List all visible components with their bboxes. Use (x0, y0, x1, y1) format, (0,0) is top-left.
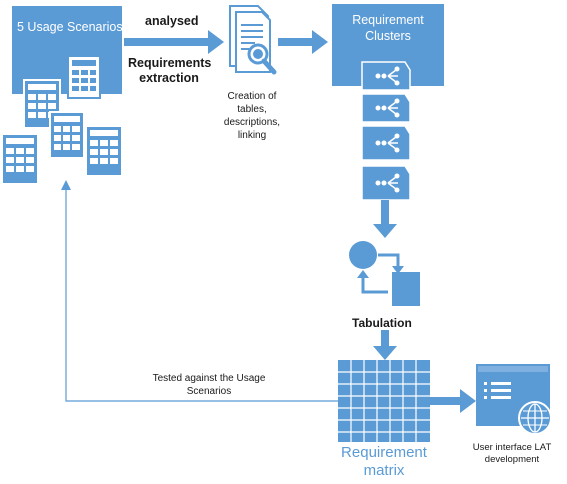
table-document-icon (85, 125, 123, 177)
to-clusters-arrow (278, 30, 328, 54)
globe-icon (518, 401, 552, 435)
requirement-matrix-grid (338, 360, 430, 442)
tabulation-label: Tabulation (352, 316, 412, 330)
analysed-arrow (124, 30, 224, 54)
table-document-icon (1, 133, 39, 185)
ui-label: User interface LAT development (472, 442, 552, 465)
requirements-extraction-label: Requirements extraction (128, 56, 212, 85)
table-document-icon (67, 55, 101, 99)
tested-label: Tested against the Usage Scenarios (152, 373, 266, 397)
tested-feedback-arrow (61, 180, 338, 402)
document-search-icon (229, 5, 277, 75)
table-document-icon (49, 111, 85, 159)
to-ui-arrow (430, 389, 476, 413)
matrix-label: Requirement matrix (341, 444, 427, 479)
creation-label: Creation of tables, descriptions, linkin… (223, 91, 281, 141)
clusters-label: Requirement Clusters (352, 13, 424, 43)
cluster-icon (361, 93, 411, 123)
usage-scenarios-label: 5 Usage Scenarios (17, 20, 123, 34)
to-tabulation-arrow (373, 200, 397, 238)
analysed-label: analysed (145, 14, 199, 28)
to-matrix-arrow (373, 330, 397, 360)
cluster-icon (361, 165, 411, 201)
flowchart-icon (349, 241, 420, 306)
cluster-icon (361, 125, 411, 161)
cluster-icon (361, 61, 411, 91)
